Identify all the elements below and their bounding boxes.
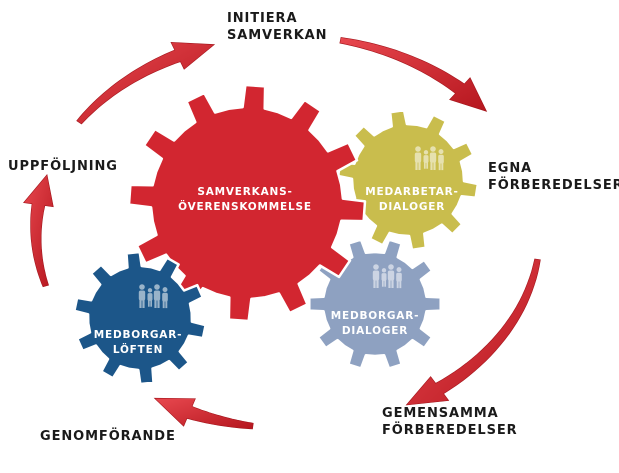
gear-label-line: DIALOGER <box>341 325 409 337</box>
gear-samverkans-overenskommelse <box>127 83 367 323</box>
step-line: GEMENSAMMA <box>382 406 499 421</box>
people-icon <box>138 284 168 309</box>
gear-main-label: SAMVERKANS- ÖVERENSKOMMELSE <box>170 185 320 215</box>
gear-label-line: MEDBORGAR- <box>93 329 183 341</box>
step-initiera-samverkan: INITIERA SAMVERKAN <box>227 10 327 44</box>
gear-medarbetar-dialoger <box>336 108 480 252</box>
gear-promise-label: MEDBORGAR- LÖFTEN <box>88 328 188 358</box>
gear-label-line: MEDARBETAR- <box>365 186 459 198</box>
gear-citizen-label: MEDBORGAR- DIALOGER <box>320 309 430 339</box>
step-line: INITIERA <box>227 11 298 26</box>
step-line: EGNA <box>488 161 533 176</box>
arrow-to-genomforande <box>153 397 254 430</box>
gear-label-line: DIALOGER <box>378 201 446 213</box>
arrow-to-gemensamma-forberedelser <box>405 258 541 406</box>
gear-medborgar-loften <box>73 250 207 386</box>
step-line: FÖRBEREDELSER <box>488 178 619 193</box>
step-genomforande: GENOMFÖRANDE <box>40 428 176 445</box>
gear-label-line: LÖFTEN <box>112 344 164 356</box>
step-uppfoljning: UPPFÖLJNING <box>8 158 118 175</box>
step-line: UPPFÖLJNING <box>8 159 118 174</box>
arrow-to-uppfoljning <box>23 174 54 288</box>
step-egna-forberedelser: EGNA FÖRBEREDELSER <box>488 160 619 194</box>
step-line: FÖRBEREDELSER <box>382 423 518 438</box>
arrow-to-egna-forberedelser <box>339 37 488 112</box>
gear-samverkans-overenskommelse-shape <box>127 83 367 323</box>
step-gemensamma-forberedelser: GEMENSAMMA FÖRBEREDELSER <box>382 405 518 439</box>
gear-medborgar-loften-shape <box>73 250 207 386</box>
step-line: GENOMFÖRANDE <box>40 429 176 444</box>
gear-staff-label: MEDARBETAR- DIALOGER <box>357 185 467 215</box>
gear-label-line: MEDBORGAR- <box>330 310 420 322</box>
gear-label-line: ÖVERENSKOMMELSE <box>178 201 312 213</box>
gear-label-line: SAMVERKANS- <box>197 186 293 198</box>
gear-medarbetar-dialoger-shape <box>336 108 480 252</box>
arrow-to-initiera-samverkan <box>76 42 216 125</box>
people-icon <box>372 264 402 289</box>
people-icon <box>414 146 444 171</box>
step-line: SAMVERKAN <box>227 28 328 43</box>
